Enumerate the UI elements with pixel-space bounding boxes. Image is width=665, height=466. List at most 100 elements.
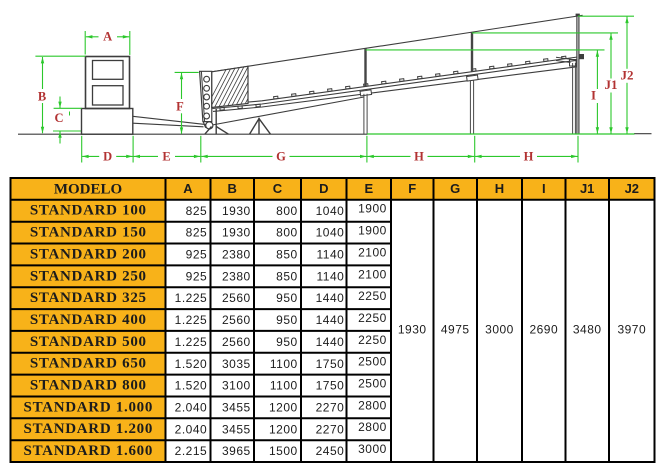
svg-text:1.520: 1.520 <box>175 357 208 371</box>
svg-text:3100: 3100 <box>222 379 251 393</box>
svg-text:F: F <box>176 100 184 114</box>
svg-text:2270: 2270 <box>316 401 345 415</box>
svg-text:STANDARD 1.000: STANDARD 1.000 <box>24 399 154 415</box>
svg-text:800: 800 <box>276 204 298 218</box>
svg-text:3480: 3480 <box>573 323 602 337</box>
svg-text:1.225: 1.225 <box>175 313 208 327</box>
svg-text:1440: 1440 <box>316 313 345 327</box>
svg-text:1500: 1500 <box>269 444 298 458</box>
svg-text:3000: 3000 <box>358 442 387 456</box>
svg-text:1140: 1140 <box>316 248 344 262</box>
svg-text:2250: 2250 <box>358 289 387 303</box>
svg-text:3965: 3965 <box>222 444 251 458</box>
svg-text:2560: 2560 <box>222 335 251 349</box>
svg-text:1750: 1750 <box>316 357 345 371</box>
svg-text:1750: 1750 <box>316 379 345 393</box>
svg-text:STANDARD 100: STANDARD 100 <box>30 203 147 219</box>
svg-text:STANDARD 200: STANDARD 200 <box>30 246 147 262</box>
svg-text:3035: 3035 <box>222 357 251 371</box>
svg-text:4975: 4975 <box>441 323 470 337</box>
svg-text:2.040: 2.040 <box>175 401 208 415</box>
svg-text:F: F <box>408 181 416 196</box>
svg-text:1.225: 1.225 <box>175 335 208 349</box>
svg-text:1.520: 1.520 <box>175 379 208 393</box>
svg-text:950: 950 <box>276 313 298 327</box>
svg-text:1.225: 1.225 <box>175 291 208 305</box>
svg-text:3455: 3455 <box>222 422 251 436</box>
svg-text:1440: 1440 <box>316 291 345 305</box>
svg-text:STANDARD 325: STANDARD 325 <box>30 290 147 306</box>
svg-text:B: B <box>228 181 237 196</box>
svg-text:825: 825 <box>186 226 208 240</box>
svg-text:STANDARD 1.200: STANDARD 1.200 <box>24 421 154 437</box>
svg-text:E: E <box>162 149 170 163</box>
svg-text:J1: J1 <box>605 77 618 92</box>
svg-text:1930: 1930 <box>398 323 427 337</box>
svg-text:2250: 2250 <box>358 333 387 347</box>
svg-text:STANDARD 500: STANDARD 500 <box>30 334 147 350</box>
svg-text:3000: 3000 <box>485 323 514 337</box>
svg-text:1440: 1440 <box>316 335 345 349</box>
svg-text:1930: 1930 <box>222 204 251 218</box>
svg-text:MODELO: MODELO <box>54 181 122 197</box>
svg-text:2270: 2270 <box>316 422 345 436</box>
svg-text:H: H <box>414 149 424 163</box>
svg-text:2.215: 2.215 <box>175 444 208 458</box>
svg-text:B: B <box>38 90 46 104</box>
svg-text:950: 950 <box>276 335 298 349</box>
svg-text:I: I <box>542 181 546 196</box>
svg-text:D: D <box>319 181 328 196</box>
svg-text:3970: 3970 <box>617 323 646 337</box>
svg-text:H: H <box>495 181 504 196</box>
svg-text:STANDARD 400: STANDARD 400 <box>30 312 147 328</box>
svg-text:C: C <box>54 111 63 125</box>
svg-text:1930: 1930 <box>222 226 251 240</box>
svg-text:2100: 2100 <box>358 267 387 281</box>
svg-text:3455: 3455 <box>222 401 251 415</box>
svg-text:2690: 2690 <box>529 323 558 337</box>
svg-text:825: 825 <box>186 204 208 218</box>
svg-text:2560: 2560 <box>222 291 251 305</box>
svg-text:800: 800 <box>276 226 298 240</box>
svg-text:950: 950 <box>276 291 298 305</box>
svg-text:2.040: 2.040 <box>175 422 208 436</box>
svg-text:STANDARD 250: STANDARD 250 <box>30 268 147 284</box>
svg-text:2380: 2380 <box>222 248 251 262</box>
svg-text:2380: 2380 <box>222 269 251 283</box>
svg-text:850: 850 <box>276 248 298 262</box>
svg-text:1200: 1200 <box>269 401 298 415</box>
svg-text:STANDARD 800: STANDARD 800 <box>30 378 147 394</box>
svg-text:925: 925 <box>186 248 208 262</box>
svg-text:E: E <box>364 181 373 196</box>
svg-text:1100: 1100 <box>270 379 298 393</box>
svg-text:1040: 1040 <box>316 226 345 240</box>
svg-text:1100: 1100 <box>270 357 298 371</box>
svg-text:1040: 1040 <box>316 204 345 218</box>
svg-text:2560: 2560 <box>222 313 251 327</box>
svg-text:2450: 2450 <box>316 444 345 458</box>
svg-text:STANDARD 1.600: STANDARD 1.600 <box>24 443 154 459</box>
svg-text:STANDARD 150: STANDARD 150 <box>30 225 147 241</box>
svg-text:2500: 2500 <box>358 377 387 391</box>
svg-text:1200: 1200 <box>269 422 298 436</box>
svg-text:850: 850 <box>276 269 298 283</box>
svg-text:C: C <box>273 181 283 196</box>
svg-text:925: 925 <box>186 269 208 283</box>
svg-text:J2: J2 <box>621 67 634 82</box>
svg-text:D: D <box>103 149 112 163</box>
svg-text:2800: 2800 <box>358 420 387 434</box>
svg-text:A: A <box>103 30 112 44</box>
svg-text:1900: 1900 <box>358 224 387 238</box>
svg-text:STANDARD 650: STANDARD 650 <box>30 356 147 372</box>
svg-text:G: G <box>450 181 460 196</box>
svg-text:1900: 1900 <box>358 202 387 216</box>
svg-text:A: A <box>183 181 193 196</box>
svg-text:J2: J2 <box>625 181 639 196</box>
svg-text:H: H <box>524 149 534 163</box>
svg-text:1140: 1140 <box>316 269 344 283</box>
svg-text:G: G <box>276 149 286 163</box>
svg-text:J1: J1 <box>580 181 594 196</box>
svg-text:I: I <box>591 88 596 103</box>
svg-text:2500: 2500 <box>358 355 387 369</box>
svg-text:2100: 2100 <box>358 245 387 259</box>
